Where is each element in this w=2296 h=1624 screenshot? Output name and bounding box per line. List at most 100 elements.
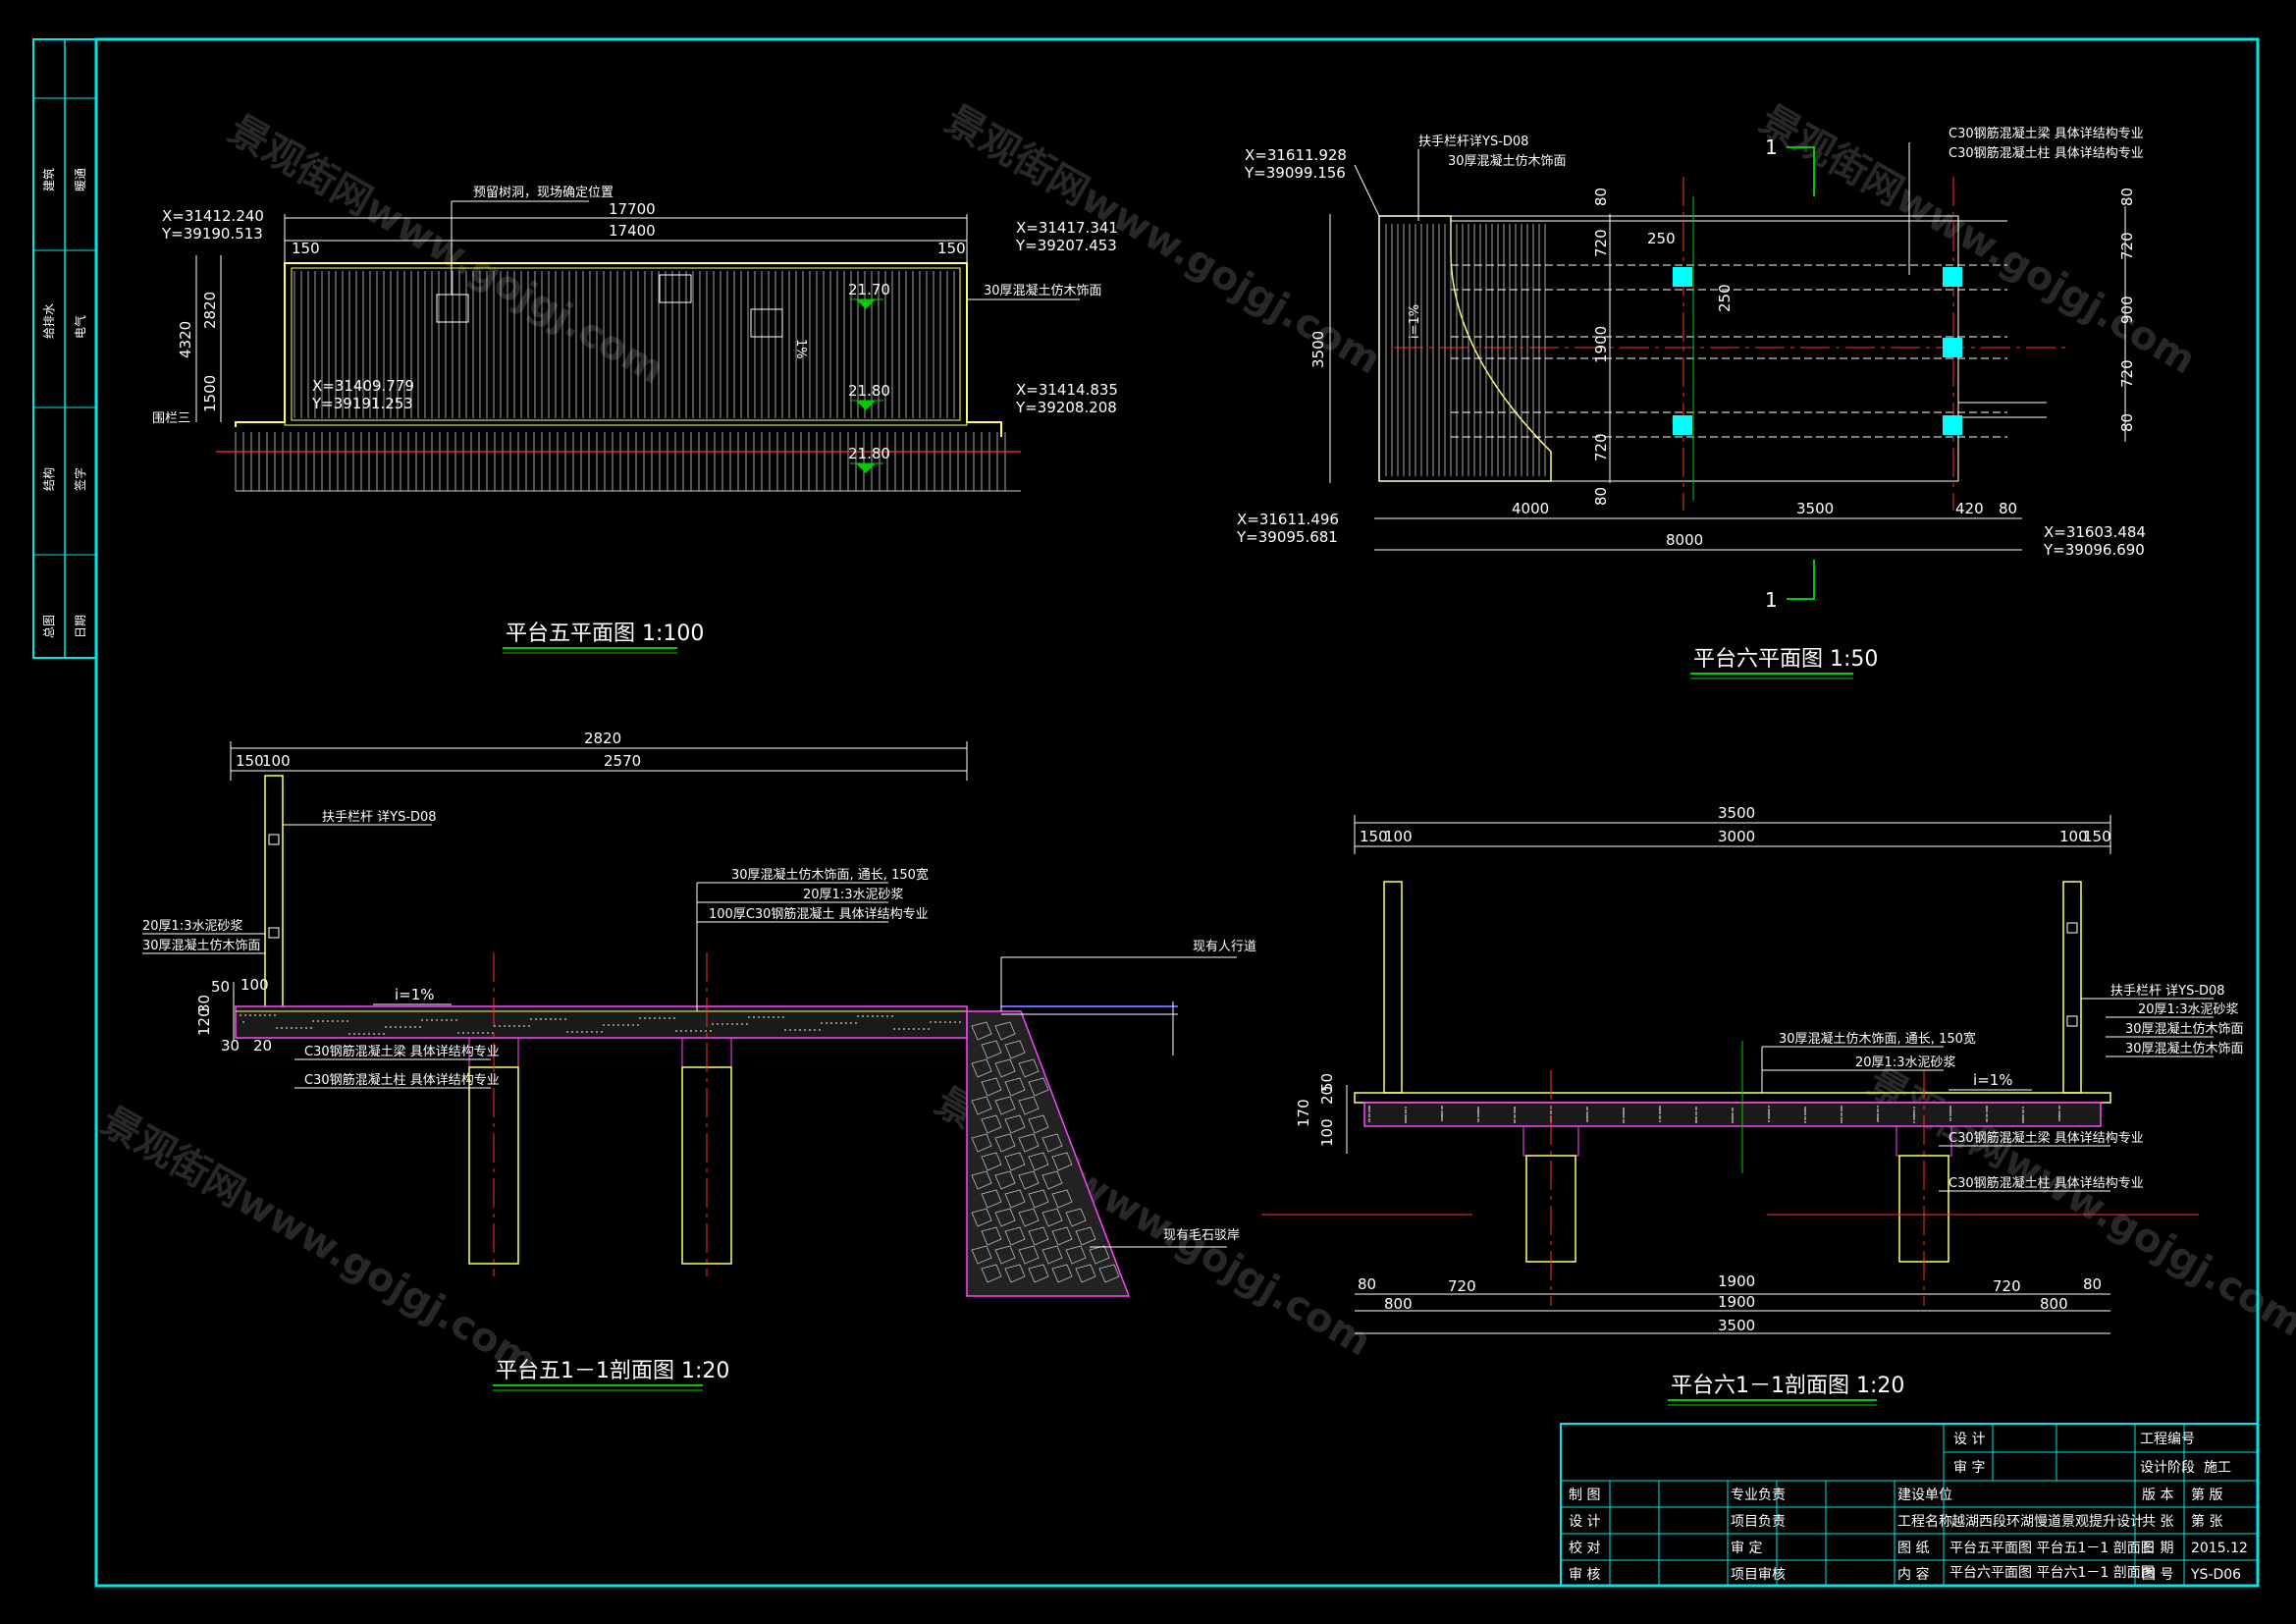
concrete-dot	[462, 1032, 464, 1034]
concrete-dot	[1659, 1112, 1661, 1114]
concrete-dot	[617, 1024, 619, 1026]
concrete-dot	[1659, 1109, 1661, 1110]
concrete-dot	[881, 1015, 883, 1017]
dim: 4000	[1512, 500, 1549, 517]
concrete-dot	[1986, 1120, 1988, 1122]
concrete-dot	[545, 1018, 547, 1020]
dim: 1900	[1718, 1293, 1755, 1311]
stone	[1041, 1133, 1063, 1153]
concrete-dot	[939, 1021, 941, 1023]
concrete-dot	[1768, 1110, 1770, 1112]
concrete-dot	[1405, 1119, 1407, 1121]
concrete-dot	[436, 1019, 438, 1021]
stone	[971, 1133, 992, 1153]
concrete-dot	[1659, 1110, 1661, 1112]
stone	[1028, 1114, 1049, 1134]
dim: 3500	[1718, 1317, 1755, 1334]
side-label: 日期	[74, 615, 87, 638]
concrete-dot	[659, 1017, 661, 1019]
concrete-dot	[2058, 1119, 2060, 1121]
concrete-dot	[821, 1022, 823, 1024]
dim: 250	[1647, 230, 1676, 247]
stone	[1098, 1264, 1120, 1283]
note: 20厚1:3水泥砂浆	[142, 919, 242, 934]
concrete-dot	[269, 1014, 271, 1016]
concrete-dot	[700, 1030, 702, 1032]
dim-17400: 17400	[609, 222, 656, 240]
plan5: 17700 17400 150 150 4320 2820 1500 X=314…	[152, 186, 1118, 654]
concrete-dot	[482, 1032, 484, 1034]
concrete-dot	[632, 1024, 634, 1026]
concrete-dot	[426, 1019, 428, 1021]
stone	[971, 1058, 992, 1078]
note: 20厚1:3水泥砂浆	[803, 888, 903, 902]
concrete-dot	[295, 1027, 297, 1029]
concrete-dot	[472, 1032, 474, 1034]
stone	[1018, 1208, 1040, 1227]
concrete-dot	[1659, 1120, 1661, 1122]
concrete-dot	[1659, 1117, 1661, 1119]
concrete-dot	[862, 1015, 864, 1017]
concrete-dot	[363, 1033, 365, 1035]
concrete-dot	[596, 1031, 598, 1033]
column-square	[1943, 415, 1962, 435]
concrete-dot	[1913, 1116, 1915, 1118]
plan6: 3500 80 720 1900 720 80 250 250 80 720 9…	[1236, 126, 2146, 679]
note: 30厚混凝土仿木饰面, 通长, 150宽	[1779, 1031, 1976, 1047]
column-square	[1943, 267, 1962, 287]
note: C30钢筋混凝土柱 具体详结构专业	[304, 1072, 500, 1088]
concrete-dot	[305, 1027, 307, 1029]
concrete-dot	[530, 1018, 532, 1020]
concrete-dot	[1441, 1117, 1443, 1119]
concrete-dot	[2058, 1110, 2060, 1112]
concrete-dot	[768, 1016, 770, 1018]
concrete-dot	[1913, 1121, 1915, 1123]
level: 21.70	[848, 281, 890, 298]
note: 30厚混凝土仿木饰面	[2125, 1041, 2244, 1056]
stone	[1041, 1208, 1063, 1227]
concrete-dot	[1623, 1121, 1625, 1123]
concrete-dot	[608, 1024, 610, 1026]
note: 扶手栏杆 详YS-D08	[2110, 984, 2225, 999]
concrete-dot	[814, 1029, 816, 1031]
concrete-dot	[431, 1019, 433, 1021]
dim: 100	[1318, 1118, 1336, 1147]
stone	[1041, 1170, 1063, 1190]
concrete-dot	[1877, 1109, 1879, 1110]
concrete-dot	[419, 1026, 421, 1028]
concrete-dot	[1477, 1107, 1479, 1109]
dim: 800	[2040, 1295, 2068, 1313]
stone	[1004, 1226, 1026, 1246]
concrete-dot	[358, 1033, 360, 1035]
concrete-dot	[913, 1028, 915, 1030]
concrete-dot	[1586, 1107, 1588, 1109]
dim-150: 150	[292, 240, 320, 257]
coord-y: Y=39191.253	[311, 395, 413, 412]
concrete-dot	[560, 1018, 561, 1020]
stone	[981, 1152, 1002, 1171]
concrete-dot	[639, 1017, 641, 1019]
concrete-dot	[1949, 1114, 1951, 1116]
concrete-dot	[1477, 1120, 1479, 1122]
note: 30厚混凝土仿木饰面	[984, 283, 1102, 298]
concrete-dot	[2022, 1110, 2024, 1111]
note: 30厚混凝土仿木饰面, 通长, 150宽	[731, 867, 929, 883]
stone	[1051, 1226, 1073, 1246]
concrete-dot	[373, 1033, 375, 1035]
concrete-dot	[934, 1021, 936, 1023]
stone	[1004, 1077, 1026, 1097]
concrete-dot	[1441, 1110, 1443, 1112]
note: 20厚1:3水泥砂浆	[1855, 1056, 1955, 1070]
concrete-dot	[741, 1023, 743, 1025]
concrete-dot	[840, 1022, 842, 1024]
dim: 100	[1384, 828, 1413, 845]
concrete-dot	[1986, 1110, 1988, 1112]
stone	[981, 1189, 1002, 1209]
concrete-dot	[1368, 1118, 1370, 1120]
concrete-dot	[710, 1030, 712, 1032]
concrete-dot	[1732, 1121, 1734, 1123]
stone	[1018, 1133, 1040, 1153]
sec5-title: 平台五1－1剖面图 1:20	[496, 1359, 729, 1383]
concrete-dot	[1623, 1108, 1625, 1110]
coord-x: X=31611.928	[1245, 146, 1347, 164]
